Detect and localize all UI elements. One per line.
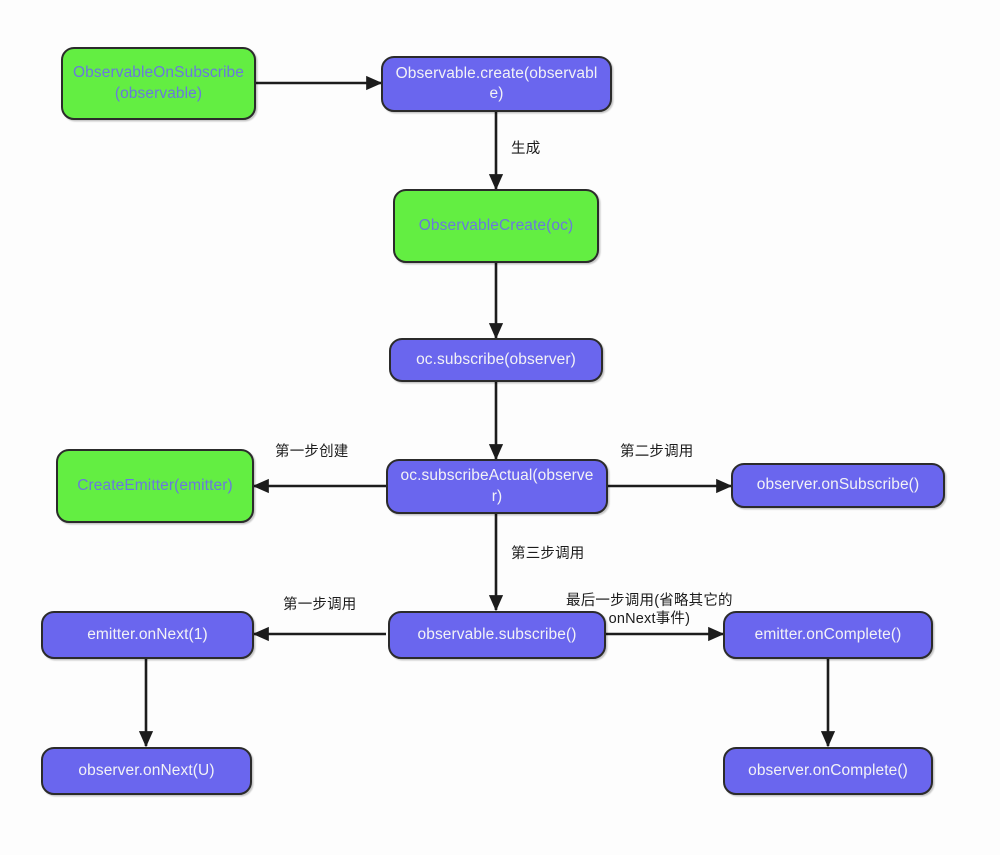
node-label: oc.subscribeActual(observer) [400,467,594,505]
node-observable-create-class[interactable]: ObservableCreate(oc) [393,189,599,263]
node-label: ObservableCreate(oc) [418,216,574,234]
node-label: CreateEmitter(emitter) [77,476,233,494]
edge-label-generate: 生成 [511,141,541,157]
node-observable-create-call[interactable]: Observable.create(observable) [381,56,612,112]
edge-label-step1-call: 第一步调用 [283,597,357,613]
node-emitter-on-complete[interactable]: emitter.onComplete() [723,611,933,659]
node-label: oc.subscribe(observer) [416,350,576,368]
node-observer-on-next-u[interactable]: observer.onNext(U) [41,747,252,795]
node-emitter-on-next-1[interactable]: emitter.onNext(1) [41,611,254,659]
node-label: observer.onSubscribe() [756,476,920,494]
node-label: emitter.onComplete() [754,625,902,643]
node-observable-on-subscribe[interactable]: ObservableOnSubscribe(observable) [61,47,256,120]
edge-label-last-call: 最后一步调用(省略其它的 onNext事件) [566,593,733,628]
node-oc-subscribe-actual[interactable]: oc.subscribeActual(observer) [386,459,608,514]
node-label: Observable.create(observable) [395,64,598,102]
node-label: observer.onComplete() [748,761,908,779]
node-label: observer.onNext(U) [78,761,215,779]
node-oc-subscribe[interactable]: oc.subscribe(observer) [389,338,603,382]
node-create-emitter[interactable]: CreateEmitter(emitter) [56,449,254,523]
edge-label-step2-call: 第二步调用 [620,444,694,460]
node-observer-on-subscribe[interactable]: observer.onSubscribe() [731,463,945,508]
node-label: observable.subscribe() [417,625,577,643]
node-observable-subscribe[interactable]: observable.subscribe() [388,611,606,659]
edge-label-step3-call: 第三步调用 [511,546,585,562]
edge-label-step1-create: 第一步创建 [275,444,349,460]
node-label: emitter.onNext(1) [87,625,208,643]
node-label: ObservableOnSubscribe(observable) [73,64,244,102]
node-observer-on-complete[interactable]: observer.onComplete() [723,747,933,795]
